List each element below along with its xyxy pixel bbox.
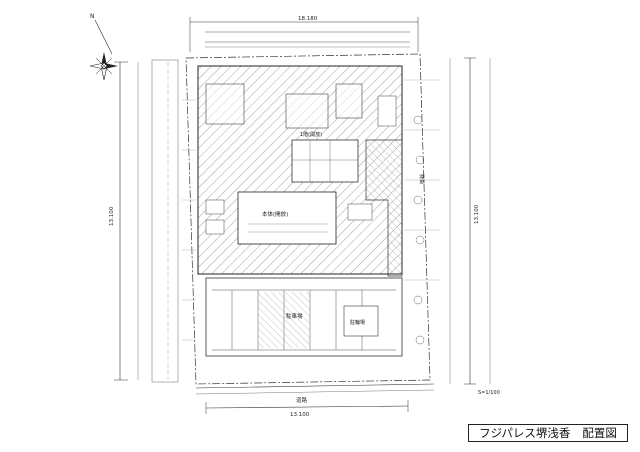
north-label: N (90, 13, 95, 20)
title-sheet: 配置図 (582, 426, 617, 440)
bike-label: 駐輪場 (350, 319, 365, 326)
stair-label: 1階(開放) (300, 131, 322, 138)
left-road (151, 59, 179, 383)
watermark (452, 291, 482, 300)
title-name: フジパレス堺浅香 (479, 426, 571, 440)
garden-area (413, 115, 425, 345)
left-dimension-label: 13.100 (109, 206, 115, 226)
scale-label: S=1/100 (478, 390, 500, 396)
parking-label: 駐車場 (286, 312, 303, 320)
room-block-n (285, 93, 329, 129)
road-label: 道路 (296, 396, 308, 404)
bottom-road-line (195, 383, 435, 389)
room-block-ne (335, 83, 363, 119)
garden-label: 植栽 (419, 174, 426, 184)
site-boundary (185, 53, 431, 385)
center-block-label: 本体(開放) (262, 210, 288, 218)
center-info-block (237, 191, 337, 245)
north-arrow-icon (89, 52, 118, 81)
top-dimension-label: 18.180 (298, 16, 318, 22)
bottom-dimension-label: 13.100 (290, 412, 310, 418)
right-dimension-label: 13.100 (474, 204, 480, 224)
bike-parking (343, 305, 379, 337)
room-block-nw (205, 83, 245, 125)
title-box: フジパレス堺浅香 配置図 (468, 424, 628, 442)
right-wing (365, 139, 403, 277)
corridor-block (291, 139, 359, 183)
